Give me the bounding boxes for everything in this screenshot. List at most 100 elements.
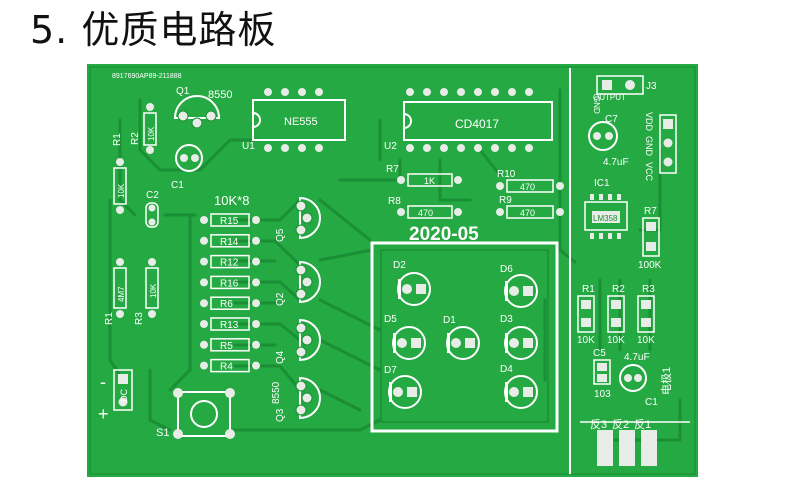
- switch-s1-ref: S1: [156, 427, 169, 439]
- dc-plus-label: +: [98, 404, 109, 424]
- resistor-r2-value: 10K: [147, 126, 156, 141]
- header-vcc-label: VCC: [644, 162, 654, 182]
- resistor-array-label: 10K*8: [214, 193, 249, 208]
- capacitor-c5-value: 103: [594, 389, 611, 400]
- led-label: D3: [500, 314, 513, 325]
- capacitor-c1-right-value: 4.7uF: [624, 352, 650, 363]
- capacitor-c1-left-ref: C1: [171, 180, 184, 191]
- array-resistor-label: R4: [220, 362, 233, 373]
- switch-s1: S1: [156, 388, 235, 439]
- resistor-r9-ref: R9: [499, 195, 512, 206]
- array-resistor-r6: R6: [200, 296, 260, 310]
- dc-label: DC: [119, 389, 129, 402]
- array-resistor-r16: R16: [200, 275, 260, 289]
- resistor-r8-ref: R8: [388, 196, 401, 207]
- pad-label: 反3: [590, 418, 607, 431]
- capacitor-c5-ref: C5: [593, 348, 606, 359]
- led-area: [370, 241, 559, 433]
- array-resistor-label: R12: [220, 258, 239, 269]
- led-label: D2: [393, 260, 406, 271]
- pad-label: 反1: [634, 418, 651, 431]
- capacitor-c1-left: C1: [171, 144, 203, 191]
- resistor-r3-left-value: 10K: [149, 283, 158, 298]
- resistor-r3-left-ref: R3: [134, 312, 145, 325]
- chip-ic1-ref: IC1: [594, 178, 610, 189]
- resistor-r1-right: R1 10K: [577, 284, 595, 346]
- bottom-pad-labels: 反3 反2 反1: [590, 418, 651, 431]
- led-d3: D3: [500, 314, 538, 360]
- led-d6: D6: [500, 264, 538, 308]
- transistor-ref: Q5: [275, 228, 286, 242]
- array-resistor-r4: R4: [200, 358, 260, 373]
- resistor-r7-right: R7 100K: [638, 206, 662, 271]
- connector-gnd-label: GND: [592, 96, 601, 114]
- dc-minus-label: -: [100, 372, 106, 392]
- resistor-r1-left-value: 10K: [117, 183, 126, 198]
- pad-label: 反2: [612, 418, 629, 431]
- connector-j3: J3 GND OUTPUT: [592, 75, 657, 114]
- dc-power-connector: - + DC: [98, 369, 133, 424]
- resistor-r7-center: R7 1K: [386, 164, 462, 187]
- capacitor-c7-ref: C7: [605, 114, 618, 125]
- resistor-r9-value: 470: [520, 208, 535, 218]
- chip-cd4017-label: CD4017: [455, 117, 499, 131]
- array-resistor-r13: R13: [200, 317, 260, 331]
- header-vdd-label: VDD: [644, 112, 654, 132]
- transistor-ref: Q4: [275, 350, 286, 364]
- board-date-code: 2020-05: [409, 224, 479, 245]
- resistor-r10-ref: R10: [497, 169, 516, 180]
- led-d7: D7: [384, 365, 422, 409]
- resistor-r2-left: R2 10K: [130, 103, 157, 154]
- header-gnd-label: GND: [644, 136, 654, 157]
- resistor-r9: R9 470: [496, 195, 564, 219]
- capacitor-c7: C7 4.7uF: [588, 114, 629, 168]
- transistor-ref: Q3: [275, 408, 286, 422]
- chip-ne555-label: NE555: [284, 116, 318, 128]
- power-header: VDD GND VCC: [644, 112, 677, 182]
- led-label: D1: [443, 315, 456, 326]
- led-label: D7: [384, 365, 397, 376]
- resistor-r3-right: R3 10K: [637, 284, 655, 346]
- capacitor-c1-right-ref: C1: [645, 397, 658, 408]
- resistor-r1-right-ref: R1: [582, 284, 595, 295]
- transistor-q2: Q2: [275, 260, 321, 306]
- transistor-ref: Q2: [275, 292, 286, 306]
- resistor-r3-right-value: 10K: [637, 335, 655, 346]
- transistor-q3-type: 8550: [271, 381, 282, 404]
- chip-u2-cd4017: CD4017 U2: [384, 88, 553, 152]
- resistor-r8-value: 470: [418, 208, 433, 218]
- resistor-r7-ref: R7: [386, 164, 399, 175]
- resistor-r1-left: R1 10K: [112, 133, 127, 214]
- resistor-r1-lower: R1 4M7: [104, 258, 127, 325]
- electrode-label: 电极1: [659, 367, 673, 395]
- array-resistor-label: R13: [220, 320, 239, 331]
- array-resistor-r14: R14: [200, 234, 260, 248]
- array-resistor-label: R14: [220, 237, 239, 248]
- resistor-r2-right: R2 10K: [607, 284, 625, 346]
- connector-j3-ref: J3: [646, 81, 657, 92]
- transistor-q1: Q1 8550: [173, 86, 232, 129]
- chip-ic1-lm358: LM358 IC1: [584, 178, 628, 239]
- chip-lm358-label: LM358: [593, 214, 618, 223]
- resistor-r1-left-ref: R1: [112, 133, 123, 146]
- resistor-r10-value: 470: [520, 182, 535, 192]
- chip-u2-ref: U2: [384, 141, 397, 152]
- chip-u1-ref: U1: [242, 141, 255, 152]
- array-resistor-label: R15: [220, 216, 239, 227]
- transistor-q1-type: 8550: [208, 89, 232, 101]
- capacitor-c2: C2: [145, 190, 159, 228]
- capacitor-c7-value: 4.7uF: [603, 157, 629, 168]
- chip-u1-ne555: NE555 U1: [242, 88, 346, 152]
- resistor-r2-right-ref: R2: [612, 284, 625, 295]
- resistor-r8: R8 470: [388, 196, 462, 219]
- array-resistor-label: R6: [220, 299, 233, 310]
- led-label: D6: [500, 264, 513, 275]
- capacitor-c2-ref: C2: [146, 190, 159, 201]
- led-label: D5: [384, 314, 397, 325]
- transistor-q1-ref: Q1: [176, 86, 190, 97]
- led-label: D4: [500, 364, 513, 375]
- array-resistor-r12: R12: [200, 254, 260, 269]
